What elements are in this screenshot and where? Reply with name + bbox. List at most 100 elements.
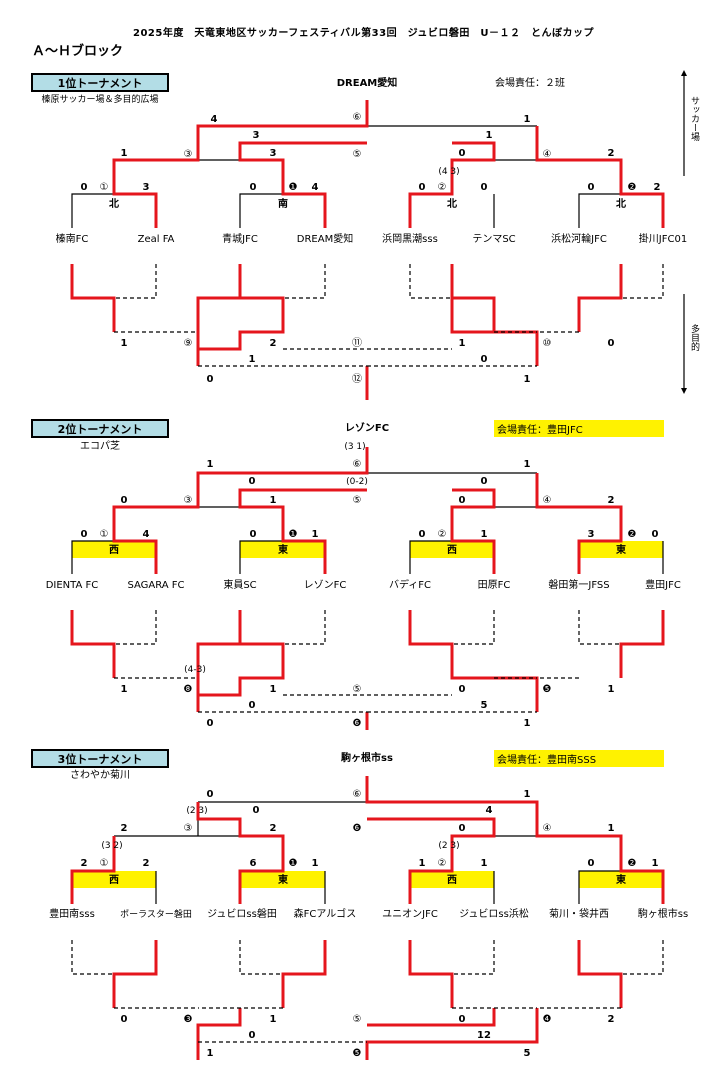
- t3-court-3: 西: [447, 874, 457, 886]
- t1-score: 4: [312, 182, 319, 193]
- t3-score: 0: [121, 1014, 128, 1025]
- t1-mark-3: ②: [438, 182, 447, 193]
- t2-court-box: [72, 541, 156, 558]
- t3-mark-8: ⑥: [353, 789, 362, 800]
- t2-mark-2: ❶: [289, 529, 298, 540]
- t1-court-4: 北: [616, 197, 626, 210]
- t1-score: 0: [419, 182, 426, 193]
- t1-venue: 榛原サッカー場＆多目的広場: [41, 93, 158, 105]
- t2-label-box: [31, 419, 169, 438]
- t2-score: 1: [312, 529, 319, 540]
- t1-score: 2: [654, 182, 661, 193]
- t2-score: 1: [270, 495, 277, 506]
- t3-score: 1: [524, 789, 531, 800]
- t1-score: 1: [486, 130, 493, 141]
- t2-score: 1: [121, 684, 128, 695]
- t2-team-1: DIENTA FC: [46, 580, 99, 591]
- tournament-2: 2位トーナメント エコパ芝 レゾンFC 会場責任：豊田JFC 西 東 西 東 D…: [31, 419, 681, 730]
- t1-score: 0: [481, 354, 488, 365]
- tournament-3: 3位トーナメント さわやか菊川 駒ヶ根市ss 会場責任：豊田南SSS 西 東 西…: [31, 749, 688, 1060]
- t2-score: 1: [524, 718, 531, 729]
- t1-team-6: テンマSC: [472, 234, 515, 245]
- t2-court-box: [240, 541, 325, 558]
- tournament-1: 1位トーナメント 榛原サッカー場＆多目的広場 DREAM愛知 会場責任：２班 サ…: [31, 70, 700, 400]
- t1-score: 0: [588, 182, 595, 193]
- t1-label-box: [31, 73, 169, 92]
- t1-mark-8: ⑥: [353, 112, 362, 123]
- t3-score: 0: [588, 858, 595, 869]
- block-title: Ａ～Ｈブロック: [32, 44, 124, 59]
- t1-mark-4: ❷: [628, 182, 637, 193]
- t2-mark-9: ❽: [184, 684, 193, 695]
- t3-score: 1: [207, 1048, 214, 1059]
- t3-score: 2: [270, 823, 277, 834]
- t3-mark-7: ④: [543, 823, 552, 834]
- t2-team-7: 磐田第一JFSS: [548, 578, 609, 591]
- t3-mark-6: ❻: [353, 823, 362, 834]
- t2-court-3: 西: [447, 544, 457, 556]
- t2-court-4: 東: [616, 543, 626, 556]
- t3-team-8: 駒ヶ根市ss: [638, 907, 688, 920]
- t1-mark-7: ④: [543, 149, 552, 160]
- t1-score: 1: [121, 338, 128, 349]
- t3-court-box: [579, 871, 663, 888]
- t2-champion: レゾンFC: [345, 421, 389, 434]
- t3-score: 0: [459, 823, 466, 834]
- t2-pk-lower: (4-3): [184, 665, 206, 675]
- t2-court-2: 東: [278, 543, 288, 556]
- t3-score: 0: [459, 1014, 466, 1025]
- t2-pk: (0-2): [346, 477, 368, 487]
- t2-score: 2: [608, 495, 615, 506]
- t2-score: 5: [481, 700, 488, 711]
- t1-team-7: 浜松河輪JFC: [551, 232, 607, 245]
- t1-pk: (4 3): [438, 167, 459, 177]
- t2-mark-10: ⑤: [353, 684, 362, 695]
- t3-team-5: ユニオンJFC: [382, 908, 438, 920]
- t2-team-5: バディFC: [389, 578, 431, 591]
- t1-mark-11: ⑩: [543, 338, 552, 349]
- t3-pk: (2 3): [186, 806, 207, 816]
- t1-champion: DREAM愛知: [337, 76, 398, 89]
- t2-mark-7: ④: [543, 495, 552, 506]
- t3-score: 1: [652, 858, 659, 869]
- t3-score: 2: [608, 1014, 615, 1025]
- t3-court-box: [72, 871, 156, 888]
- t1-score: 2: [270, 338, 277, 349]
- t1-score: 1: [249, 354, 256, 365]
- t2-pk-final: (3 1): [344, 442, 365, 452]
- t3-score: 4: [486, 805, 493, 816]
- t3-score: 1: [481, 858, 488, 869]
- t1-side-top: サッカー場: [689, 96, 700, 142]
- t3-pk: (2 3): [438, 841, 459, 851]
- t1-responsible: 会場責任：２班: [495, 76, 565, 89]
- t2-mark-4: ❷: [628, 529, 637, 540]
- t2-score: 0: [459, 495, 466, 506]
- t1-team-5: 浜岡黒潮sss: [382, 232, 438, 245]
- t3-score: 2: [81, 858, 88, 869]
- t1-arrow-up: [681, 70, 687, 76]
- t1-team-1: 榛南FC: [56, 232, 89, 245]
- t2-mark-5: ③: [184, 495, 193, 506]
- t1-score: 1: [524, 114, 531, 125]
- t1-mark-10: ⑪: [352, 337, 362, 349]
- t3-mark-5: ③: [184, 823, 193, 834]
- t1-team-2: Zeal FA: [138, 234, 175, 245]
- t1-mark-1: ①: [100, 182, 109, 193]
- t2-court-1: 西: [109, 544, 119, 556]
- t2-responsible: 会場責任：豊田JFC: [497, 423, 583, 436]
- t3-label-box: [31, 749, 169, 768]
- t1-arrow-down: [681, 388, 687, 394]
- t1-label: 1位トーナメント: [58, 76, 143, 90]
- t2-score: 0: [419, 529, 426, 540]
- t3-team-6: ジュビロss浜松: [459, 907, 529, 920]
- t2-score: 4: [143, 529, 150, 540]
- t3-team-4: 森FCアルゴス: [294, 907, 357, 920]
- t1-team-4: DREAM愛知: [297, 232, 353, 245]
- t3-score: 12: [477, 1030, 491, 1041]
- t3-team-2: ポーラスター磐田: [120, 908, 192, 920]
- t3-court-box: [240, 871, 325, 888]
- t3-mark-1: ①: [100, 858, 109, 869]
- t3-score: 1: [312, 858, 319, 869]
- t1-score: 0: [459, 148, 466, 159]
